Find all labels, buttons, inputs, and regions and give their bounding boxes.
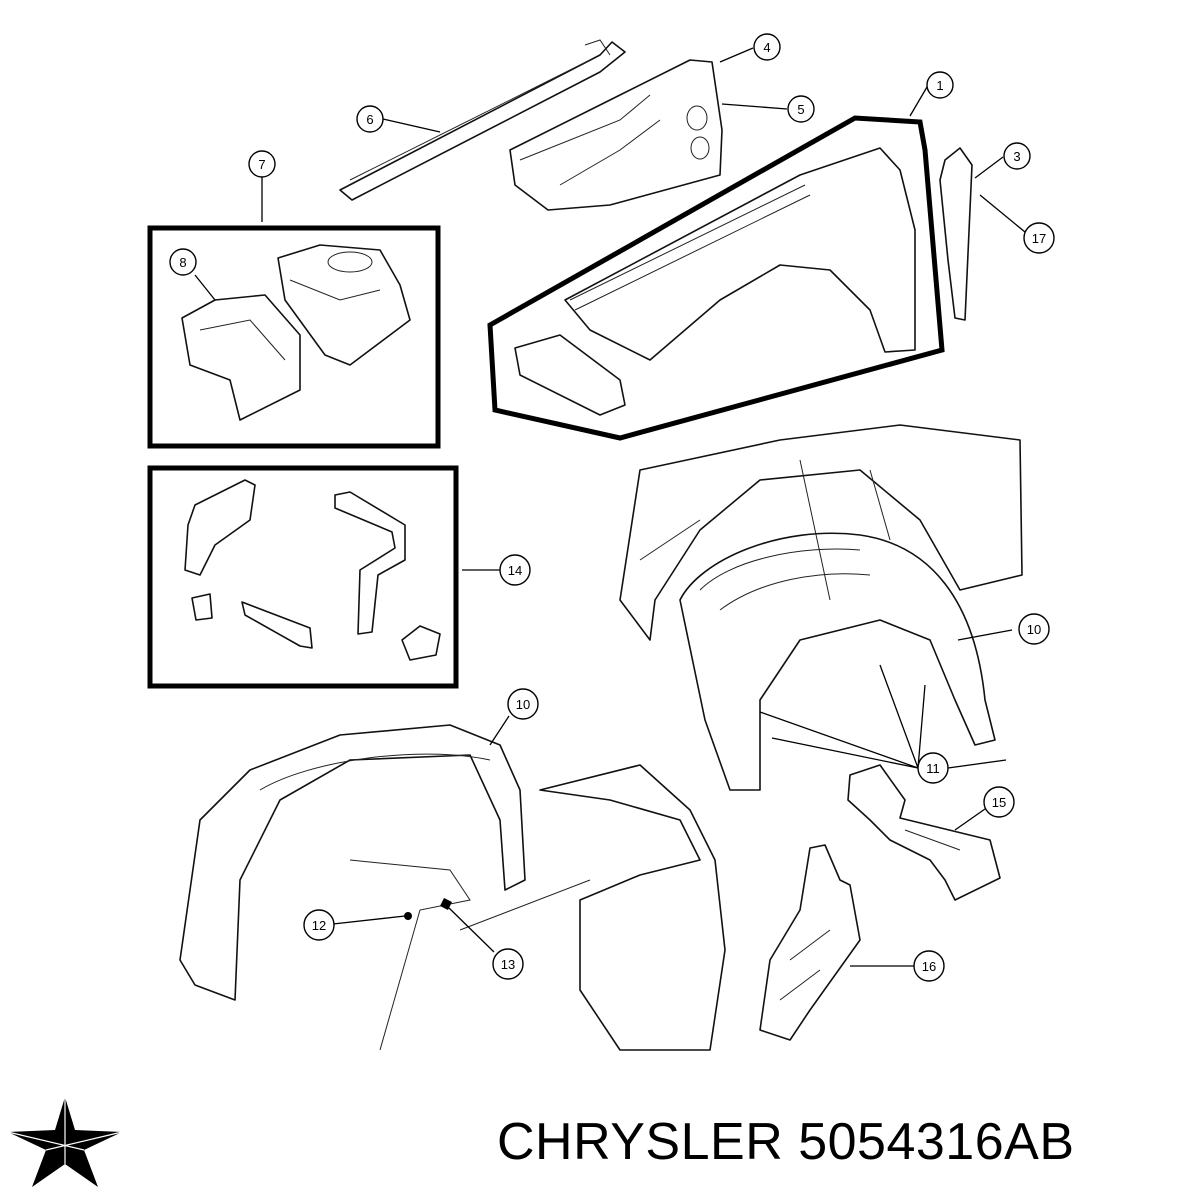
callout-3-label: 3: [1013, 149, 1020, 164]
callout-10-upper-label: 10: [1027, 622, 1041, 637]
callout-12-label: 12: [312, 918, 326, 933]
callout-8-label: 8: [179, 255, 186, 270]
callout-10-lower-label: 10: [516, 697, 530, 712]
callout-12: 12: [303, 909, 335, 941]
callout-11-label: 11: [926, 761, 940, 776]
part-15-bracket: [847, 764, 1001, 901]
callout-10-upper: 10: [1018, 613, 1050, 645]
callout-15-label: 15: [992, 795, 1006, 810]
callout-1: 1: [926, 71, 954, 99]
callout-1-label: 1: [936, 78, 943, 93]
group-box-14: [147, 465, 459, 689]
part-4-5-apron: [509, 59, 723, 211]
callout-16-label: 16: [922, 959, 936, 974]
body-section-upper: [619, 424, 1023, 791]
part-caption: CHRYSLER 5054316AB: [497, 1113, 1075, 1171]
callout-17: 17: [1023, 222, 1055, 254]
leader-lines: [194, 47, 1026, 967]
part-3-17-strip: [939, 147, 973, 321]
callout-3: 3: [1003, 142, 1031, 170]
callout-8: 8: [169, 248, 197, 276]
callout-7-label: 7: [258, 157, 265, 172]
callout-4: 4: [753, 33, 781, 61]
callout-16: 16: [913, 950, 945, 982]
callout-13-label: 13: [501, 957, 515, 972]
callout-4-label: 4: [763, 40, 770, 55]
part-16-bracket: [759, 844, 861, 1041]
callout-15: 15: [983, 786, 1015, 818]
callout-5-label: 5: [797, 102, 804, 117]
callout-6: 6: [356, 105, 384, 133]
callout-7: 7: [248, 150, 276, 178]
callout-6-label: 6: [366, 112, 373, 127]
part-6-rail: [339, 39, 626, 201]
group-box-7: [147, 225, 441, 449]
callout-14-label: 14: [508, 563, 522, 578]
body-section-lower: [179, 724, 726, 1051]
part-1-fender: [487, 115, 945, 441]
callout-11: 11: [917, 752, 949, 784]
callout-13: 13: [492, 948, 524, 980]
callout-10-lower: 10: [507, 688, 539, 720]
callout-17-label: 17: [1032, 231, 1046, 246]
callout-5: 5: [787, 95, 815, 123]
callout-14: 14: [499, 554, 531, 586]
pentastar-icon: [7, 1097, 123, 1187]
